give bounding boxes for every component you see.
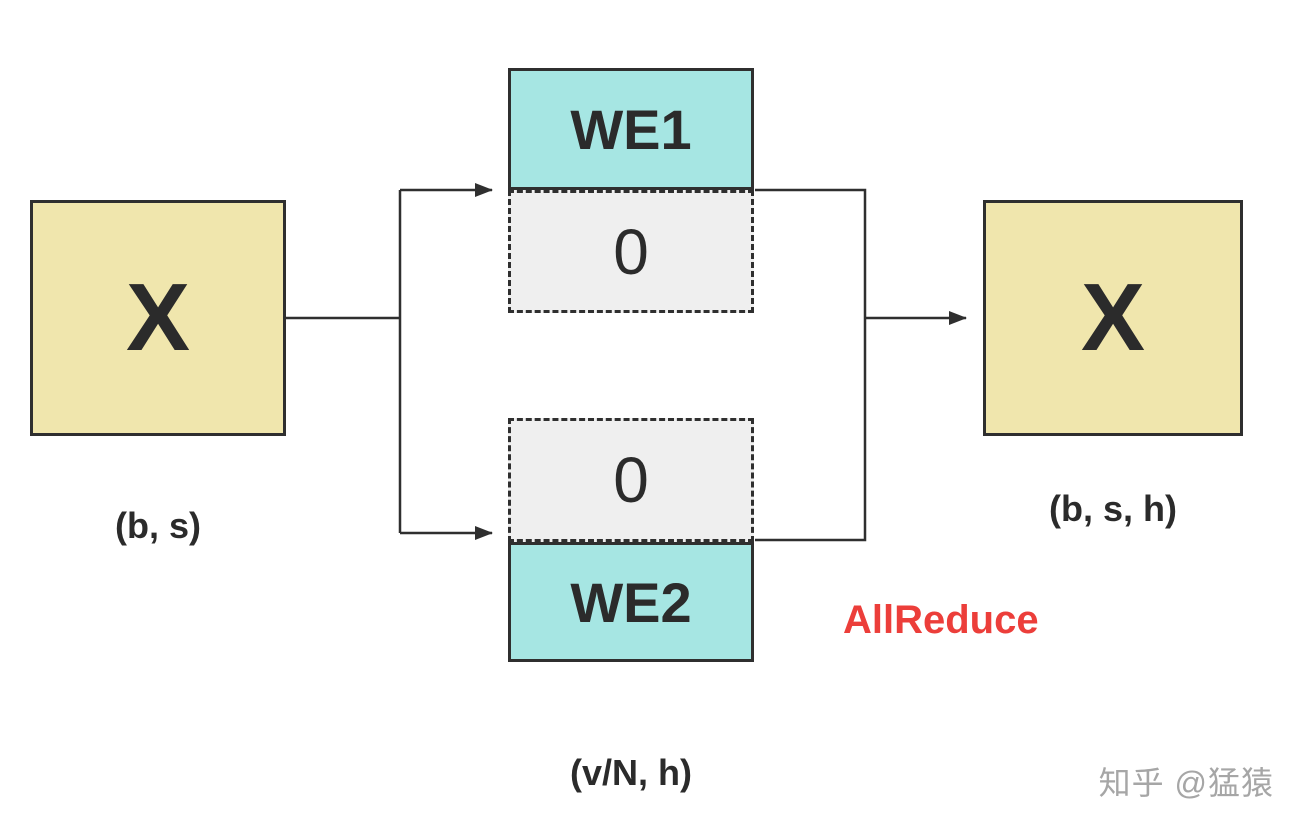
output-x-node: X xyxy=(983,200,1243,436)
split-line xyxy=(285,190,402,533)
merge-line xyxy=(755,188,867,542)
we2-box: WE2 xyxy=(508,542,754,662)
input-x-label: X xyxy=(125,264,191,371)
input-shape-label: (b, s) xyxy=(115,505,201,546)
input-x-node: X xyxy=(30,200,286,436)
we1-box: WE1 xyxy=(508,68,754,190)
allreduce-label: AllReduce xyxy=(843,598,1039,642)
zero-top-box: 0 xyxy=(508,190,754,313)
zero-bottom-box: 0 xyxy=(508,418,754,542)
output-x-label: X xyxy=(1080,264,1146,371)
watermark: 知乎 @猛猿 xyxy=(1098,765,1274,801)
zero-bottom-label: 0 xyxy=(613,444,649,516)
zero-top-label: 0 xyxy=(613,215,649,288)
output-shape-label: (b, s, h) xyxy=(1049,488,1177,529)
we2-label: WE2 xyxy=(570,570,692,634)
we1-label: WE1 xyxy=(570,97,692,161)
embedding-shape-label: (v/N, h) xyxy=(570,752,692,793)
